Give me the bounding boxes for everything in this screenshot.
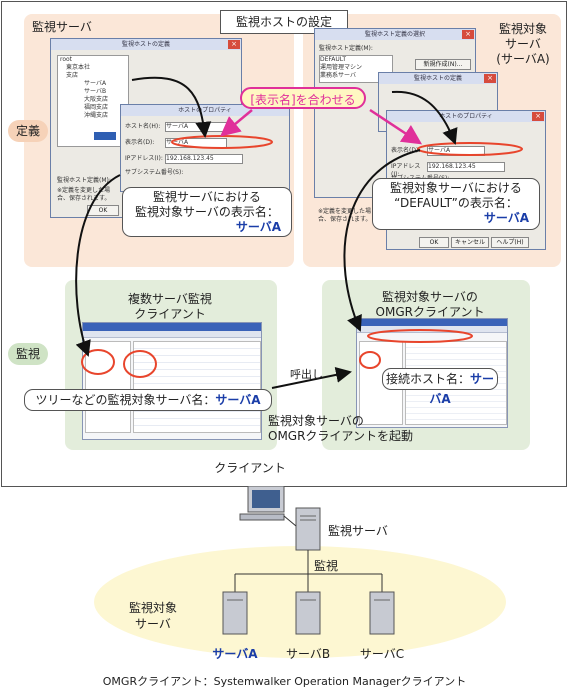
- match-arrow-right: [369, 108, 423, 145]
- tree-item-osaka[interactable]: 大阪支店: [84, 96, 109, 103]
- arrow-def-to-tree: [75, 174, 121, 357]
- launch-label: 監視対象サーバの OMGRクライアントを起動: [268, 414, 413, 443]
- highlight-right-display: [417, 142, 523, 156]
- tree-item-branch[interactable]: 支店: [66, 72, 79, 79]
- host-property-dialog: ホストのプロパティ ホスト名(H): サーバA 表示名(D): サーバA IPア…: [120, 104, 290, 192]
- server-c-label: サーバC: [359, 647, 405, 661]
- target-server-callout: 監視対象サーバにおける “DEFAULT”の表示名： サーバA: [372, 178, 540, 230]
- monitoring-link-label: 監視: [314, 559, 339, 573]
- close-icon[interactable]: ×: [228, 40, 240, 49]
- connect-host-callout: 接続ホスト名：サーバA: [382, 368, 498, 406]
- server-icon: [222, 591, 248, 635]
- definition-side-label: 定義: [8, 120, 48, 142]
- tree-item-server-a[interactable]: サーバA: [84, 80, 107, 87]
- host-tree: root 東京本社 支店 サーバA サーバB 大阪支店 福岡支店 沖縄支店: [57, 55, 129, 147]
- tree-item-fukuoka[interactable]: 福岡支店: [84, 104, 109, 111]
- close-icon[interactable]: ×: [484, 74, 496, 83]
- monitoring-server-icon: [295, 507, 321, 551]
- highlight-omgr-title: [367, 329, 473, 343]
- ip-label: IPアドレス(I):: [125, 155, 163, 162]
- arrow-tree-to-display: [131, 76, 212, 138]
- multi-client-heading: 複数サーバ監視 クライアント: [128, 292, 212, 321]
- monitoring-side-label: 監視: [8, 343, 48, 365]
- arrow-def-to-omgr: [343, 149, 421, 332]
- tree-selection-highlight: [94, 132, 116, 140]
- highlight-tree-item: [81, 349, 115, 375]
- ip-label: IPアドレス(I):: [391, 163, 421, 178]
- shot-list-pane: [133, 341, 261, 433]
- highlight-left-display: [171, 135, 273, 149]
- target-server-heading: 監視対象 サーバ (サーバA): [496, 22, 550, 66]
- network-diagram: [94, 486, 506, 658]
- dialog-titlebar: ホストのプロパティ ×: [387, 111, 545, 122]
- monitoring-server-heading: 監視サーバ: [32, 20, 92, 34]
- list-item[interactable]: 運用管理マシン: [320, 64, 363, 71]
- arrow-list-to-display: [391, 90, 458, 145]
- server-icon: [369, 591, 395, 635]
- shot-titlebar: [357, 319, 507, 326]
- display-field-label: 表示名(D):: [125, 139, 155, 146]
- dialog-titlebar: 監視ホストの定義 ×: [51, 39, 241, 50]
- target-note-text: ※定義を変更した場合、保存されます。: [318, 208, 372, 223]
- ok-button[interactable]: OK: [87, 205, 119, 216]
- tree-item-okinawa[interactable]: 沖縄支店: [84, 112, 109, 119]
- close-icon[interactable]: ×: [462, 30, 474, 39]
- monitoring-server-callout: 監視サーバにおける 監視対象サーバの表示名： サーバA: [122, 187, 292, 237]
- tree-name-callout: ツリーなどの監視対象サーバ名：サーバA: [24, 389, 272, 411]
- call-label: 呼出し: [290, 368, 323, 381]
- tree-item-tokyo[interactable]: 東京本社: [66, 64, 91, 71]
- subsystem-label: サブシステム番号(S):: [125, 169, 184, 176]
- new-button[interactable]: 新規作成(N)...: [415, 59, 471, 70]
- client-label: クライアント: [214, 461, 286, 475]
- shot-titlebar: [83, 323, 261, 331]
- tree-item-root[interactable]: root: [60, 56, 73, 63]
- display-field-label: 表示名(D):: [391, 147, 421, 154]
- footer-note: OMGRクライアント：Systemwalker Operation Manage…: [102, 675, 467, 688]
- ip-field[interactable]: 192.168.123.45: [165, 154, 243, 164]
- match-display-name-label: [表示名]を合わせる: [240, 87, 366, 109]
- match-arrow-left: [220, 109, 253, 137]
- highlight-omgr-tree: [359, 351, 381, 369]
- shot-menubar: [83, 331, 261, 338]
- cancel-button[interactable]: キャンセル: [451, 237, 489, 248]
- server-a-label: サーバA: [212, 647, 258, 661]
- highlight-list-item: [123, 350, 157, 378]
- multi-client-screenshot: [82, 322, 262, 440]
- server-b-label: サーバB: [285, 647, 331, 661]
- call-arrow: [271, 366, 352, 389]
- dialog-titlebar: 監視ホスト定義の選択 ×: [315, 29, 475, 40]
- list-item[interactable]: 業務系サーバ: [320, 72, 356, 79]
- select-label: 監視ホスト定義(M):: [319, 45, 373, 52]
- host-field-label: ホスト名(H):: [125, 123, 161, 130]
- monitoring-server-label: 監視サーバ: [328, 524, 388, 538]
- dialog-titlebar: ホストのプロパティ: [121, 105, 289, 116]
- note-text: ※定義を変更した場合、保存されます。: [57, 187, 111, 202]
- server-icon: [295, 591, 321, 635]
- help-button[interactable]: ヘルプ(H): [491, 237, 529, 248]
- host-definition-dialog: 監視ホストの定義 × root 東京本社 支店 サーバA サーバB 大阪支店 福…: [50, 38, 242, 218]
- tree-item-server-b[interactable]: サーバB: [84, 88, 107, 95]
- host-def-label: 監視ホスト定義(M):: [57, 177, 111, 184]
- client-pc-icon: [239, 486, 285, 521]
- dialog-titlebar: 監視ホストの定義 ×: [379, 73, 497, 84]
- close-icon[interactable]: ×: [532, 112, 544, 121]
- client-link: [283, 515, 297, 527]
- list-item[interactable]: DEFAULT: [320, 56, 346, 63]
- shot-tree-pane: [85, 341, 131, 433]
- omgr-client-heading: 監視対象サーバの OMGRクライアント: [375, 290, 485, 319]
- ok-button[interactable]: OK: [419, 237, 449, 248]
- ip-field[interactable]: 192.168.123.45: [427, 162, 505, 172]
- target-group-label: 監視対象 サーバ: [128, 601, 177, 631]
